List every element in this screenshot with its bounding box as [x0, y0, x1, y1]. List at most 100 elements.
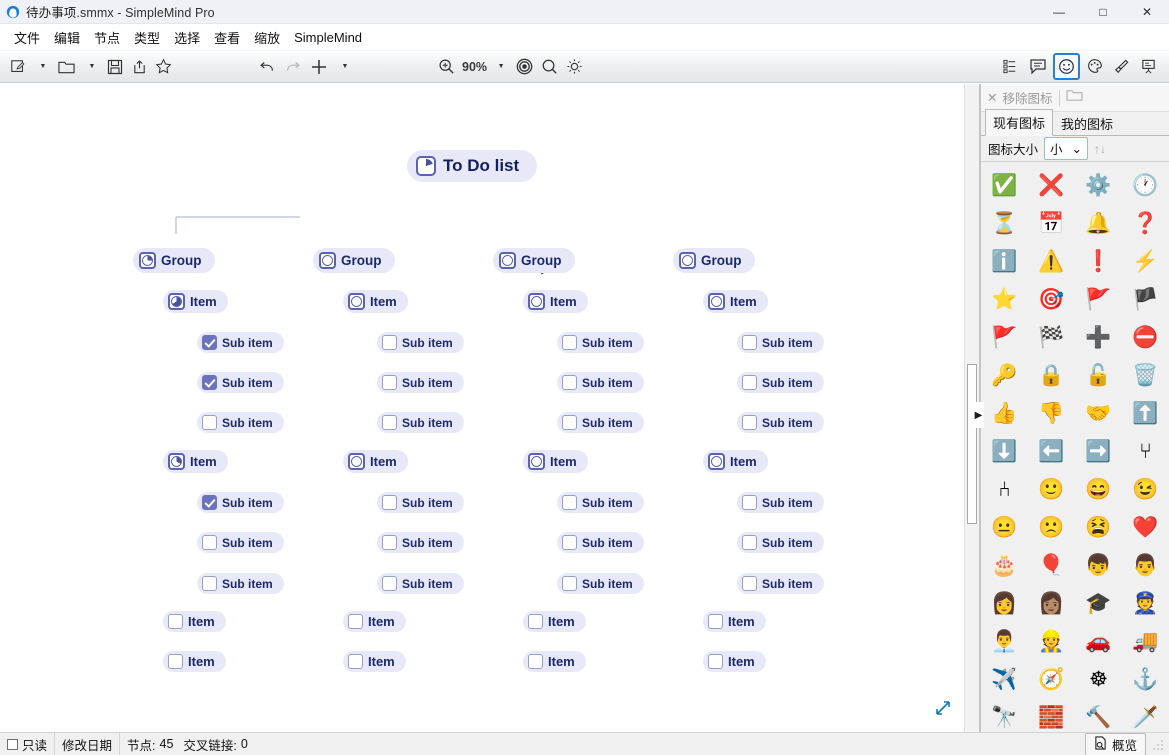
group-1-item-1-sub-2-checkbox[interactable] [202, 375, 217, 390]
group-3-item-4-checkbox[interactable] [528, 654, 543, 669]
boy-face-icon[interactable]: 👦 [1075, 546, 1122, 584]
group-4-item-3-checkbox[interactable] [708, 614, 723, 629]
info-icon[interactable]: ℹ️ [981, 242, 1028, 280]
group-2-item-2-progress-icon[interactable] [348, 453, 365, 470]
menu-edit[interactable]: 编辑 [47, 25, 87, 50]
zoom-level-icon[interactable] [434, 53, 459, 80]
menu-view[interactable]: 查看 [207, 25, 247, 50]
group-4-item-2[interactable]: Item [703, 450, 768, 473]
tab-existing-icons[interactable]: 现有图标 [985, 109, 1053, 136]
group-1-item-2[interactable]: Item [163, 450, 228, 473]
group-1-item-1-sub-3-checkbox[interactable] [202, 415, 217, 430]
presentation-icon[interactable] [1136, 53, 1161, 80]
smiley-neutral-icon[interactable]: 😐 [981, 508, 1028, 546]
highlight-idea-icon[interactable] [562, 53, 587, 80]
group-4-item-1-sub-3-checkbox[interactable] [742, 415, 757, 430]
overview-button[interactable]: 概览 [1085, 733, 1146, 755]
smiley-laugh-icon[interactable]: 😄 [1075, 470, 1122, 508]
group-4-item-2-sub-1-checkbox[interactable] [742, 495, 757, 510]
menu-zoom[interactable]: 缩放 [247, 25, 287, 50]
group-1-item-1[interactable]: Item [163, 290, 228, 313]
root-progress-pie-icon[interactable] [416, 156, 436, 176]
smiley-distress-icon[interactable]: 😫 [1075, 508, 1122, 546]
group-4-progress-icon[interactable] [679, 252, 696, 269]
new-mindmap-dropdown-caret[interactable]: ▼ [30, 53, 54, 80]
heart-icon[interactable]: ❤️ [1122, 508, 1169, 546]
lock-open-icon[interactable]: 🔓 [1075, 356, 1122, 394]
menu-select[interactable]: 选择 [167, 25, 207, 50]
green-flag-icon[interactable]: 🚩 [1075, 280, 1122, 318]
mindmap-canvas[interactable]: To Do list Group Item Sub item Su [0, 84, 979, 732]
outline-hierarchy-icon[interactable] [998, 53, 1023, 80]
arrow-right-circle-icon[interactable]: ➡️ [1075, 432, 1122, 470]
group-2-item-2-sub-1-checkbox[interactable] [382, 495, 397, 510]
calendar-icon[interactable]: 📅 [1028, 204, 1075, 242]
maximize-button[interactable]: □ [1081, 0, 1125, 24]
plus-circle-icon[interactable]: ➕ [1075, 318, 1122, 356]
group-2-item-3-checkbox[interactable] [348, 614, 363, 629]
worker-woman-icon[interactable]: 👷 [1028, 622, 1075, 660]
group-1-item-2-sub-1-checkbox[interactable] [202, 495, 217, 510]
group-2-item-2-sub-2[interactable]: Sub item [377, 532, 464, 553]
group-4-item-2-progress-icon[interactable] [708, 453, 725, 470]
canvas-resize-handle[interactable] [933, 698, 953, 718]
group-2-item-1[interactable]: Item [343, 290, 408, 313]
new-mindmap-icon[interactable] [6, 53, 30, 80]
group-2-item-2-sub-2-checkbox[interactable] [382, 535, 397, 550]
group-3-item-2-sub-3[interactable]: Sub item [557, 573, 644, 594]
group-2-item-3[interactable]: Item [343, 611, 406, 632]
group-4-item-1-sub-3[interactable]: Sub item [737, 412, 824, 433]
arrow-up-circle-icon[interactable]: ⬆️ [1122, 394, 1169, 432]
open-folder-dropdown-caret[interactable]: ▼ [79, 53, 103, 80]
thumbs-up-icon[interactable]: 👍 [981, 394, 1028, 432]
group-4-item-1[interactable]: Item [703, 290, 768, 313]
group-4-item-1-sub-1[interactable]: Sub item [737, 332, 824, 353]
hourglass-icon[interactable]: ⏳ [981, 204, 1028, 242]
group-1-item-1-sub-3[interactable]: Sub item [197, 412, 284, 433]
group-3-item-2-sub-3-checkbox[interactable] [562, 576, 577, 591]
group-2-item-2-sub-3-checkbox[interactable] [382, 576, 397, 591]
group-1-item-1-progress-icon[interactable] [168, 293, 185, 310]
group-2-item-1-sub-3-checkbox[interactable] [382, 415, 397, 430]
undo-icon[interactable] [254, 53, 280, 80]
close-button[interactable]: ✕ [1125, 0, 1169, 24]
smiley-sad-icon[interactable]: 🙁 [1028, 508, 1075, 546]
group-1-item-2-sub-1[interactable]: Sub item [197, 492, 284, 513]
warning-triangle-icon[interactable]: ⚠️ [1028, 242, 1075, 280]
target-dart-icon[interactable]: 🎯 [1028, 280, 1075, 318]
group-3-item-2-sub-2-checkbox[interactable] [562, 535, 577, 550]
gear-icon[interactable]: ⚙️ [1075, 166, 1122, 204]
balloon-icon[interactable]: 🎈 [1028, 546, 1075, 584]
group-2-item-4[interactable]: Item [343, 651, 406, 672]
group-3-item-2-sub-1-checkbox[interactable] [562, 495, 577, 510]
group-2-item-2[interactable]: Item [343, 450, 408, 473]
compass-icon[interactable]: 🧭 [1028, 660, 1075, 698]
split-path-icon[interactable]: ⑂ [1122, 432, 1169, 470]
mindmap-canvas-area[interactable]: To Do list Group Item Sub item Su [0, 84, 980, 732]
thumbs-down-icon[interactable]: 👎 [1028, 394, 1075, 432]
group-1-item-1-sub-1[interactable]: Sub item [197, 332, 284, 353]
handshake-icon[interactable]: 🤝 [1075, 394, 1122, 432]
group-4-item-2-sub-2[interactable]: Sub item [737, 532, 824, 553]
anchor-icon[interactable]: ⚓ [1122, 660, 1169, 698]
clock-icon[interactable]: 🕐 [1122, 166, 1169, 204]
graduation-cap-icon[interactable]: 🎓 [1075, 584, 1122, 622]
group-4-item-4[interactable]: Item [703, 651, 766, 672]
group-1-item-1-sub-2[interactable]: Sub item [197, 372, 284, 393]
icon-size-select[interactable]: 小 ⌄ [1044, 137, 1088, 160]
open-folder-icon[interactable] [54, 53, 79, 80]
group-node-2[interactable]: Group [313, 248, 395, 273]
police-officer-icon[interactable]: 👮 [1122, 584, 1169, 622]
style-palette-icon[interactable] [1082, 53, 1107, 80]
group-2-item-1-sub-3[interactable]: Sub item [377, 412, 464, 433]
resize-grip[interactable] [1152, 737, 1166, 751]
truck-icon[interactable]: 🚚 [1122, 622, 1169, 660]
star-icon[interactable]: ⭐ [981, 280, 1028, 318]
checkered-flag-icon[interactable]: 🏁 [1028, 318, 1075, 356]
menu-type[interactable]: 类型 [127, 25, 167, 50]
arrow-down-circle-icon[interactable]: ⬇️ [981, 432, 1028, 470]
readonly-toggle[interactable]: 只读 [0, 733, 55, 755]
group-3-item-3[interactable]: Item [523, 611, 586, 632]
group-4-item-3[interactable]: Item [703, 611, 766, 632]
group-3-item-4[interactable]: Item [523, 651, 586, 672]
